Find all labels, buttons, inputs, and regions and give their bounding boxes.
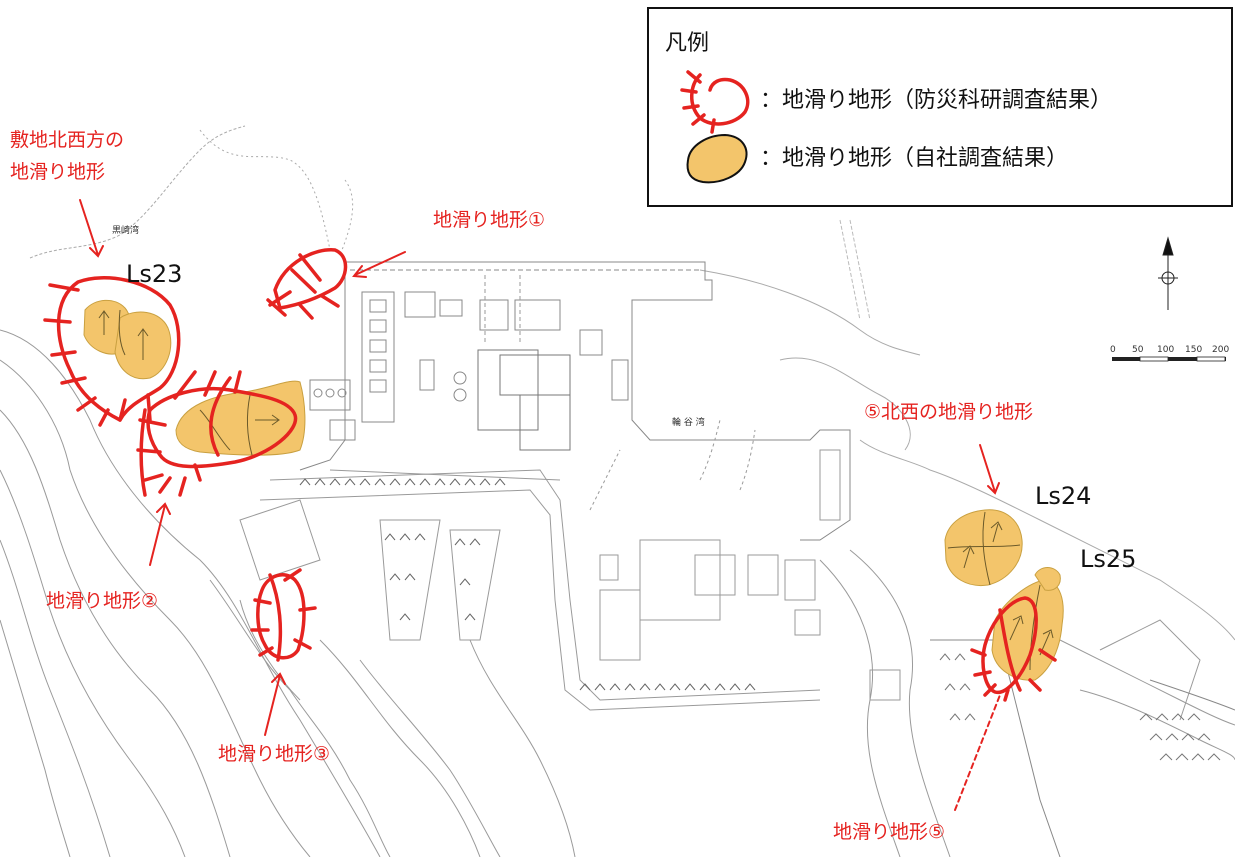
bay-name-center: 輪 谷 湾: [672, 416, 705, 428]
bay-name-nw: 黒崎湾: [112, 224, 139, 236]
scale-tick-50: 50: [1132, 345, 1144, 355]
legend-item-red-label: ：地滑り地形（防災科研調査結果）: [760, 88, 1112, 113]
ls5-outline: [981, 596, 1038, 695]
base-map: [0, 125, 1235, 858]
label-ls1: 地滑り地形①: [433, 209, 545, 231]
scale-tick-200: 200: [1212, 345, 1229, 355]
ls23-outline: [56, 276, 181, 422]
label-ls5-nw: ⑤北西の地滑り地形: [864, 401, 1033, 423]
red-pointer-arrows: [79, 199, 1001, 811]
label-nw-site-line1: 敷地北西方の: [10, 129, 124, 151]
red-scarp-outline-icon: [680, 70, 750, 134]
landslide-orange-inner-lines: [98, 309, 1054, 671]
scale-tick-150: 150: [1185, 345, 1202, 355]
label-ls5: 地滑り地形⑤: [833, 821, 945, 843]
ls2-outline: [146, 386, 298, 469]
label-Ls23: Ls23: [126, 260, 182, 288]
ls1-outline: [273, 248, 348, 310]
label-ls2: 地滑り地形②: [46, 590, 158, 612]
label-Ls25: Ls25: [1080, 545, 1136, 573]
legend: 凡例 ：地滑り地形（防災科研調査結果） ：地滑り地形（自社調査結果）: [647, 7, 1233, 207]
ls25-area-top: [1034, 567, 1061, 591]
landslide-red-outlines: [43, 248, 1057, 702]
label-Ls24: Ls24: [1035, 482, 1091, 510]
legend-item-orange-label: ：地滑り地形（自社調査結果）: [760, 146, 1068, 171]
label-ls3: 地滑り地形③: [218, 743, 330, 765]
scale-tick-100: 100: [1157, 345, 1174, 355]
scale-bar: 0 50 100 150 200: [1110, 345, 1229, 362]
landslide-orange-areas: [83, 299, 1064, 681]
label-nw-site-line2: 地滑り地形: [10, 161, 105, 183]
scale-tick-0: 0: [1110, 345, 1116, 355]
north-arrow-icon: [1158, 236, 1178, 310]
orange-blob-icon: [686, 133, 748, 184]
legend-title: 凡例: [665, 31, 709, 56]
